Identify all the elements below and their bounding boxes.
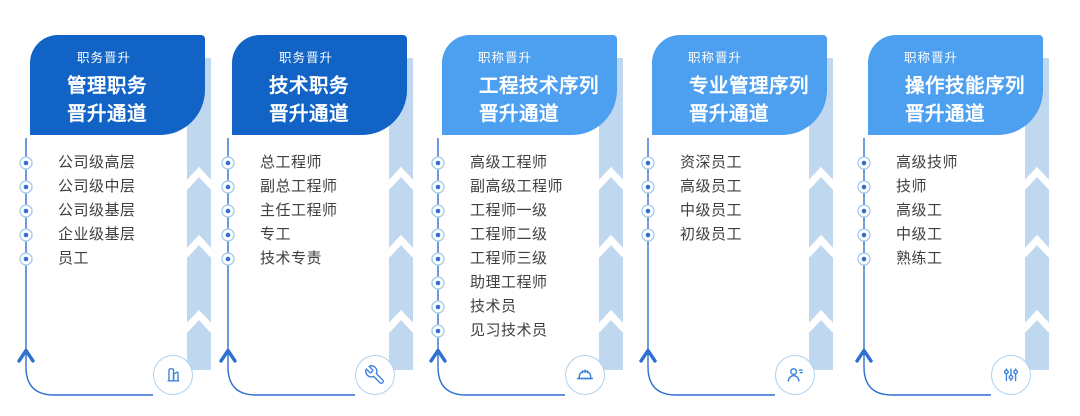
card-header: 职称晋升 操作技能序列 晋升通道 xyxy=(868,35,1043,135)
level-item: 工程师三级 xyxy=(470,250,548,267)
level-item: 中级工 xyxy=(896,226,943,243)
card-professional-management-series: 职称晋升 专业管理序列 晋升通道 资深员工 高级员工 中级员工 初级员工 xyxy=(635,0,833,416)
card-category: 职务晋升 xyxy=(279,51,334,65)
building-icon xyxy=(167,368,180,382)
level-item: 见习技术员 xyxy=(470,322,548,339)
card-title-line1: 管理职务 xyxy=(67,75,148,97)
level-dots xyxy=(857,156,871,266)
level-item: 公司级高层 xyxy=(58,154,136,171)
level-item: 高级工程师 xyxy=(470,154,548,171)
card-title-line2: 晋升通道 xyxy=(67,103,148,125)
level-list: 资深员工 高级员工 中级员工 初级员工 xyxy=(680,151,742,247)
up-chevrons xyxy=(187,166,211,333)
card-management-positions: 职务晋升 管理职务 晋升通道 公司级高层 公司级中层 公司级基层 企业级基层 员… xyxy=(13,0,211,416)
card-technical-positions: 职务晋升 技术职务 晋升通道 总工程师 副总工程师 主任工程师 专工 技术专责 xyxy=(215,0,413,416)
up-arrow-icon xyxy=(855,348,873,363)
level-item: 专工 xyxy=(260,226,292,243)
level-item: 技师 xyxy=(896,178,928,195)
level-item: 技术员 xyxy=(470,298,517,315)
flow-line xyxy=(855,138,991,396)
flow-line xyxy=(639,138,775,396)
up-arrow-icon xyxy=(429,348,447,363)
level-dots xyxy=(641,156,655,242)
wrench-icon xyxy=(365,365,384,384)
card-icon-badge xyxy=(355,355,395,395)
level-item: 中级员工 xyxy=(680,202,743,219)
level-item: 熟练工 xyxy=(896,250,943,267)
level-dots xyxy=(221,156,235,266)
up-chevrons xyxy=(389,166,413,333)
card-engineering-series: 职称晋升 工程技术序列 晋升通道 高级工程师 副高级工程师 工程师一级 工程师二… xyxy=(425,0,623,416)
level-list: 总工程师 副总工程师 主任工程师 专工 技术专责 xyxy=(260,151,338,271)
level-item: 公司级中层 xyxy=(58,178,136,195)
card-icon-badge xyxy=(991,355,1031,395)
card-title: 操作技能序列 晋升通道 xyxy=(868,66,1043,128)
level-item: 副总工程师 xyxy=(260,178,338,195)
card-header: 职务晋升 技术职务 晋升通道 xyxy=(232,35,407,135)
card-title-line2: 晋升通道 xyxy=(479,103,560,125)
level-item: 技术专责 xyxy=(260,250,323,267)
up-arrow-icon xyxy=(219,348,237,363)
card-icon-badge xyxy=(565,355,605,395)
card-category: 职称晋升 xyxy=(478,51,533,65)
level-list: 高级工程师 副高级工程师 工程师一级 工程师二级 工程师三级 助理工程师 技术员… xyxy=(470,151,563,343)
flow-line xyxy=(429,138,565,396)
card-title-line2: 晋升通道 xyxy=(905,103,986,125)
level-item: 助理工程师 xyxy=(470,274,548,291)
level-list: 高级技师 技师 高级工 中级工 熟练工 xyxy=(896,151,958,271)
user-icon xyxy=(787,368,803,382)
level-item: 公司级基层 xyxy=(58,202,136,219)
card-title-line1: 专业管理序列 xyxy=(689,75,810,97)
level-item: 员工 xyxy=(58,250,90,267)
level-item: 工程师一级 xyxy=(470,202,548,219)
card-title: 专业管理序列 晋升通道 xyxy=(652,66,827,128)
card-category: 职务晋升 xyxy=(77,51,132,65)
card-title-line1: 操作技能序列 xyxy=(905,75,1026,97)
card-title-line2: 晋升通道 xyxy=(689,103,770,125)
card-operational-skills-series: 职称晋升 操作技能序列 晋升通道 高级技师 技师 高级工 中级工 熟练工 xyxy=(851,0,1049,416)
card-header: 职务晋升 管理职务 晋升通道 xyxy=(30,35,205,135)
up-arrow-icon xyxy=(17,348,35,363)
level-item: 企业级基层 xyxy=(58,226,136,243)
card-category: 职称晋升 xyxy=(688,51,743,65)
level-item: 主任工程师 xyxy=(260,202,338,219)
level-item: 总工程师 xyxy=(260,154,323,171)
level-item: 高级员工 xyxy=(680,178,743,195)
level-item: 工程师二级 xyxy=(470,226,548,243)
level-item: 副高级工程师 xyxy=(470,178,564,195)
card-category: 职称晋升 xyxy=(904,51,959,65)
sliders-icon xyxy=(1003,368,1019,382)
card-title: 工程技术序列 晋升通道 xyxy=(442,66,617,128)
card-icon-badge xyxy=(775,355,815,395)
flow-line xyxy=(17,138,153,396)
card-title: 技术职务 晋升通道 xyxy=(232,66,407,128)
level-item: 高级工 xyxy=(896,202,943,219)
level-list: 公司级高层 公司级中层 公司级基层 企业级基层 员工 xyxy=(58,151,136,271)
flow-line xyxy=(219,138,355,396)
level-dots xyxy=(431,156,445,338)
up-chevrons xyxy=(599,166,623,333)
hard-hat-icon xyxy=(576,369,594,380)
up-chevrons xyxy=(1025,166,1049,333)
level-item: 资深员工 xyxy=(680,154,743,171)
card-title: 管理职务 晋升通道 xyxy=(30,66,205,128)
card-title-line1: 技术职务 xyxy=(269,75,350,97)
up-chevrons xyxy=(809,166,833,333)
level-dots xyxy=(19,156,33,266)
card-title-line1: 工程技术序列 xyxy=(479,75,600,97)
card-header: 职称晋升 工程技术序列 晋升通道 xyxy=(442,35,617,135)
card-icon-badge xyxy=(153,355,193,395)
card-title-line2: 晋升通道 xyxy=(269,103,350,125)
level-item: 初级员工 xyxy=(680,226,743,243)
level-item: 高级技师 xyxy=(896,154,959,171)
up-arrow-icon xyxy=(639,348,657,363)
card-header: 职称晋升 专业管理序列 晋升通道 xyxy=(652,35,827,135)
